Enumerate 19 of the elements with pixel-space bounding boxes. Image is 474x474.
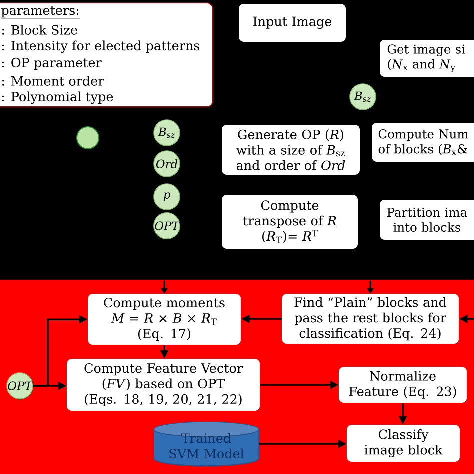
list-item: : Block Size [2, 25, 78, 35]
circle [76, 126, 100, 150]
process-box: Find “Plain” blocks and pass the rest blocks for classification (Eq. 24) [282, 294, 459, 344]
process-box: Normalize Feature (Eq. 23) [339, 367, 467, 403]
process-box: Generate OP (R) with a size of B$_{sz}$ and order of Ord [222, 125, 360, 175]
process-box: Compute Feature Vector (FV) based on OPT (Eqs. 18, 19, 20, 21, 22) [67, 359, 260, 411]
process-box: Compute moments M = R × B × R$_{T}$ (Eq. 17) [88, 294, 241, 345]
list-item: : OP parameter [2, 58, 102, 70]
process-box: Classify image block [347, 425, 460, 462]
process-box: Compute Num of blocks (B$_{x}$& [372, 123, 474, 162]
list-item: : Moment order [2, 76, 104, 86]
process-box: Compute transpose of R (R$_{T}$)= R$^{T}$ [222, 195, 358, 249]
list-item: : Intensity for elected patterns [2, 40, 200, 54]
process-box: Get image si (N$_{x}$ and N$_{y}$ [380, 40, 474, 77]
database-cylinder: Trained SVM Model [154, 422, 260, 466]
process-box: Input Image [239, 4, 346, 42]
list-item: : Polynomial type [2, 92, 114, 104]
list-heading: parameters: [1, 6, 80, 20]
process-box: Partition ima into blocks [380, 200, 474, 240]
